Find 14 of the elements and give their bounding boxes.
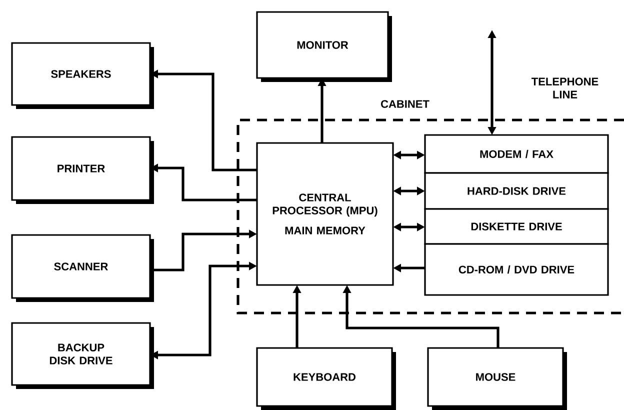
device-box: SCANNER [11,234,154,302]
memory-row: DISKETTE DRIVE [424,208,609,245]
memory-row: CD-ROM / DVD DRIVE [424,243,609,296]
device-box: MOUSE [427,347,567,410]
processor-box: CENTRAL PROCESSOR (MPU) MAIN MEMORY [256,142,394,286]
device-box: KEYBOARD [256,347,396,410]
memory-row: MODEM / FAX [424,134,609,174]
device-box: BACKUP DISK DRIVE [11,322,154,389]
device-box: PRINTER [11,136,154,204]
device-box: SPEAKERS [11,42,154,109]
memory-row: HARD-DISK DRIVE [424,172,609,210]
device-box: MONITOR [256,11,392,82]
line-label: TELEPHONE LINE [532,78,598,98]
cabinet-label: CABINET [381,100,430,108]
